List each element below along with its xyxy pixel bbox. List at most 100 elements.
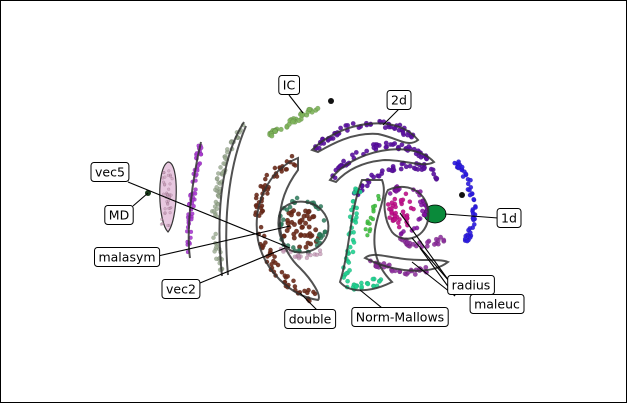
pink-ring-cluster-point: [292, 254, 298, 259]
radius-low-cluster-point: [431, 241, 437, 247]
blue-arc-cluster-point: [464, 238, 470, 244]
blue-arc-cluster-point: [452, 160, 458, 166]
green-inner-cluster-point: [365, 233, 370, 238]
magenta-outline: [383, 185, 430, 240]
double-inner-cluster-point: [303, 244, 309, 250]
d2-cluster-mid-point: [392, 141, 398, 146]
norm-mallows-cluster-point: [354, 284, 359, 290]
vec2-cluster-point: [221, 161, 226, 166]
ic-cluster-point: [290, 119, 296, 125]
md-label-box: [104, 205, 134, 225]
malasym-cluster-point: [168, 174, 173, 178]
magenta-cluster-point: [385, 202, 391, 207]
d2-cluster-mid-point: [349, 152, 355, 158]
d2-leader: [382, 108, 400, 126]
teal-ring-cluster-point: [321, 218, 327, 223]
double-inner-cluster: [281, 208, 321, 250]
vec2-cluster-point: [216, 171, 221, 176]
blue-arc-cluster-point: [471, 222, 477, 227]
norm-mallows-cluster-point: [346, 260, 352, 265]
green-inner-cluster-point: [370, 204, 376, 209]
blue-arc-cluster: [452, 159, 478, 244]
magenta-cluster-point: [392, 217, 398, 222]
d2-outline-mid: [328, 148, 436, 184]
double-cluster-point: [262, 176, 268, 182]
vec2-cluster-point: [214, 206, 220, 212]
vec2-label-text: vec2: [166, 282, 196, 297]
ic-label-box: [278, 75, 300, 95]
ic-cluster-point: [306, 106, 312, 112]
magenta-cluster-point: [398, 197, 404, 203]
double-cluster-point: [306, 287, 311, 293]
leader-lines: [127, 94, 499, 312]
double-cluster-point: [265, 191, 270, 196]
d2-cluster-low-point: [407, 163, 413, 169]
d2-cluster-top-point: [350, 121, 356, 126]
blue-arc-cluster-point: [471, 196, 477, 202]
maleuc-label: maleuc: [469, 294, 525, 314]
d2-cluster-low-point: [371, 174, 377, 180]
green-inner-cluster-point: [371, 209, 376, 214]
malasym-cluster-point: [160, 217, 164, 221]
vec2-cluster-point: [212, 249, 217, 254]
d2-label-box: [386, 90, 412, 110]
malasym-cluster-point: [167, 169, 171, 173]
blue-arc-cluster-point: [467, 230, 473, 236]
d2-outline-top: [310, 122, 420, 154]
norm-mallows-cluster-point: [343, 271, 349, 276]
malasym-cluster-point: [167, 187, 171, 191]
malasym-cluster-point: [168, 211, 172, 215]
double-cluster-point: [279, 169, 285, 174]
norm-mallows-label: Norm-Mallows: [351, 307, 449, 327]
double-cluster-point: [311, 289, 316, 295]
pink-ring-cluster-point: [281, 249, 286, 254]
magenta-cluster-point: [407, 199, 413, 205]
blue-arc-cluster-point: [459, 164, 465, 170]
malasym-cluster-point: [162, 192, 166, 196]
double-cluster-point: [269, 261, 274, 267]
malasym-label-text: malasym: [98, 250, 155, 265]
d1-label: 1d: [496, 208, 522, 228]
outlines-layer: [187, 121, 450, 302]
maleuc-cluster-point: [412, 271, 418, 277]
magenta-cluster-point: [395, 220, 401, 226]
md-label: MD: [104, 205, 134, 225]
double-cluster-point: [279, 269, 285, 275]
vec5-cluster-point: [193, 191, 198, 196]
maleuc-cluster-point: [374, 264, 380, 270]
vec2-cluster-point: [215, 176, 220, 181]
radius-ring-cluster-point: [414, 225, 420, 231]
double-inner-cluster-point: [308, 233, 314, 239]
radius-low-cluster-point: [424, 243, 430, 249]
d2-cluster-mid-point: [364, 148, 370, 154]
radius-ring-cluster-point: [398, 231, 404, 237]
magenta-cluster-point: [396, 224, 402, 230]
clusters-layer: [145, 98, 478, 304]
d2-cluster-low-point: [428, 166, 434, 172]
blue-arc-cluster-point: [469, 191, 475, 196]
pink-ring-cluster-point: [296, 254, 302, 259]
double-label-box: [284, 309, 337, 329]
radius-ring-cluster-point: [416, 217, 422, 222]
double-cluster-point: [289, 153, 295, 159]
magenta-cluster-point: [389, 206, 394, 211]
vec5-label-text: vec5: [95, 165, 125, 180]
d2-cluster-low-point: [364, 183, 370, 189]
d2-cluster-mid-point: [353, 149, 359, 155]
d2-cluster-low-point: [431, 171, 437, 177]
double-inner-cluster-point: [303, 208, 309, 214]
ic-cluster-point: [272, 128, 278, 134]
magenta-cluster-point: [387, 215, 393, 221]
double-inner-cluster-point: [297, 218, 303, 224]
magenta-cluster-point: [392, 196, 398, 202]
vec2-cluster-point: [225, 147, 230, 152]
d1-leader: [444, 213, 499, 219]
norm-mallows-cluster-point: [370, 276, 376, 282]
radius-low-cluster: [397, 234, 447, 249]
vec5-cluster-point: [193, 187, 198, 192]
norm-mallows-cluster-point: [350, 249, 356, 255]
double-outline: [255, 156, 320, 302]
green-inner-cluster-point: [367, 229, 372, 234]
d2-cluster-mid-point: [383, 144, 389, 150]
double-inner-cluster-point: [313, 227, 319, 233]
